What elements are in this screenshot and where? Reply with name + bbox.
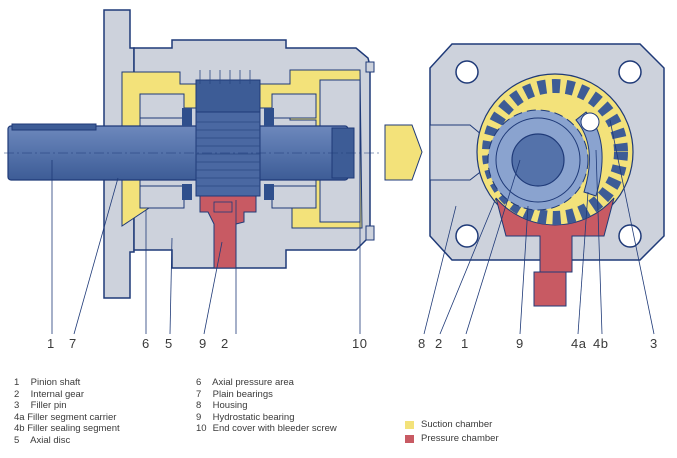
filler-pin	[580, 112, 600, 132]
leader-lines-right	[423, 119, 655, 335]
legend-item: 4a Filler segment carrier	[14, 412, 120, 424]
legend-item: 2 Internal gear	[14, 389, 120, 401]
legend-label: Pinion shaft	[30, 377, 81, 388]
shaft-key	[11, 123, 97, 131]
callout-2-right: 2	[435, 336, 443, 351]
end-cover-plug	[365, 225, 375, 241]
hydrostatic-bearing-pad	[213, 201, 233, 213]
callout-4b: 4b	[593, 336, 609, 351]
bolt-hole-bottom-left	[455, 224, 479, 248]
legend-label: Axial pressure area	[212, 377, 294, 388]
legend-item: 7 Plain bearings	[196, 389, 337, 401]
axial-disc-front-low	[182, 184, 192, 200]
pump-diagram	[4, 9, 665, 335]
callout-8: 8	[418, 336, 426, 351]
leader-lines-left	[51, 160, 361, 335]
callout-6: 6	[142, 336, 150, 351]
legend-num: 10	[196, 423, 207, 435]
pressure-key-label: Pressure chamber	[421, 433, 499, 444]
legend-num: 4b	[14, 423, 25, 435]
bolt-hole-top-right	[618, 60, 642, 84]
legend-label: Filler sealing segment	[27, 423, 120, 435]
callout-1: 1	[47, 336, 55, 351]
suction-key-label: Suction chamber	[421, 419, 493, 430]
plain-bearing-rear	[271, 93, 317, 119]
lower-bearing-front	[139, 185, 185, 209]
legend-label: Filler segment carrier	[27, 411, 117, 423]
axial-disc-rear-low	[264, 184, 274, 200]
legend-num: 7	[196, 388, 202, 400]
pinion-shaft-cross	[511, 133, 565, 187]
legend-label: Axial disc	[30, 434, 71, 446]
lower-bearing-rear	[271, 185, 317, 209]
legend-label: Plain bearings	[212, 388, 273, 400]
callout-7: 7	[69, 336, 77, 351]
cross-section-view	[423, 43, 665, 335]
legend-num: 5	[14, 434, 20, 446]
legend-num: 8	[196, 400, 202, 412]
legend-item: 8 Housing	[196, 400, 337, 412]
legend-item: 10 End cover with bleeder screw	[196, 423, 337, 435]
internal-gear-ring	[482, 79, 628, 225]
legend-column-2: 6 Axial pressure area 7 Plain bearings 8…	[196, 377, 337, 435]
pressure-outlet-cross	[533, 271, 567, 307]
bolt-hole-bottom-right	[618, 224, 642, 248]
callout-4a: 4a	[571, 336, 587, 351]
legend-item: 3 Filler pin	[14, 400, 120, 412]
legend-label: Hydrostatic bearing	[212, 411, 295, 423]
callout-2: 2	[221, 336, 229, 351]
side-section-view	[4, 9, 380, 335]
legend-column-1: 1 Pinion shaft 2 Internal gear 3 Filler …	[14, 377, 120, 447]
legend-item: 6 Axial pressure area	[196, 377, 337, 389]
legend-num: 6	[196, 377, 202, 388]
legend-label: Filler pin	[30, 400, 67, 412]
legend-num: 9	[196, 411, 202, 423]
callout-5: 5	[165, 336, 173, 351]
callout-10: 10	[352, 336, 368, 351]
gear-teeth-lines	[196, 70, 260, 187]
callout-3: 3	[650, 336, 658, 351]
legend-item: 9 Hydrostatic bearing	[196, 412, 337, 424]
filler-segment	[575, 111, 603, 197]
legend-label: Housing	[212, 400, 248, 412]
axial-disc-front	[182, 108, 192, 126]
legend-item: 5 Axial disc	[14, 435, 120, 447]
callout-9: 9	[199, 336, 207, 351]
legend-num: 3	[14, 400, 20, 412]
key-suction: Suction chamber	[405, 419, 492, 430]
legend-label: Internal gear	[30, 388, 84, 400]
plain-bearing-front	[139, 93, 185, 119]
legend-label: End cover with bleeder screw	[212, 423, 337, 435]
legend-item: 1 Pinion shaft	[14, 377, 120, 389]
key-pressure: Pressure chamber	[405, 433, 499, 444]
legend-item: 4b Filler sealing segment	[14, 423, 120, 435]
legend-num: 2	[14, 388, 20, 400]
callout-9-right: 9	[516, 336, 524, 351]
suction-inlet-arrow	[384, 124, 423, 181]
suction-swatch	[405, 420, 414, 429]
legend-num: 4a	[14, 411, 25, 423]
bolt-hole-top-left	[455, 60, 479, 84]
callout-1-right: 1	[461, 336, 469, 351]
axial-disc-rear	[264, 108, 274, 126]
bleeder-screw	[365, 61, 375, 73]
pressure-swatch	[405, 434, 414, 443]
legend-num: 1	[14, 377, 20, 388]
pressure-chamber-cross	[495, 197, 615, 273]
